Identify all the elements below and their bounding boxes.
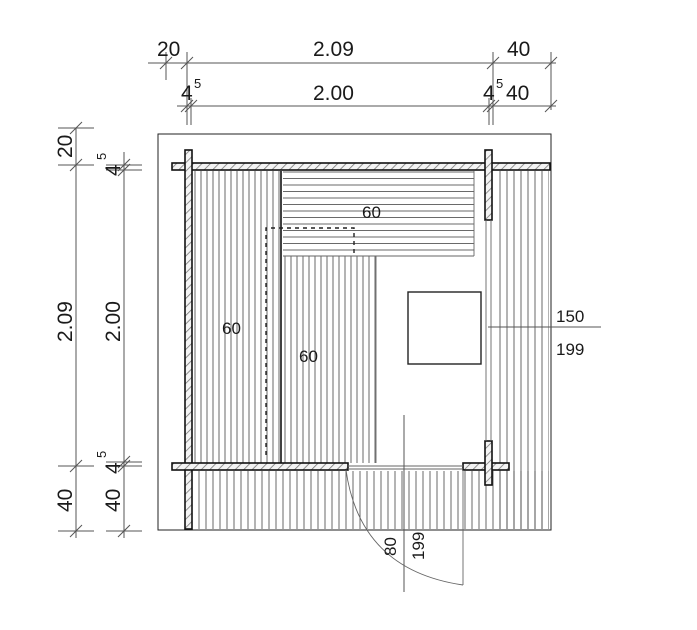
dim-top-overall: 2.09 <box>313 38 354 61</box>
door-width-label: 80 <box>381 537 400 556</box>
dim-left-overall: 2.09 <box>54 301 77 342</box>
left-bench <box>193 171 281 463</box>
dim-wall-right: 4 <box>483 82 495 105</box>
hidden-edge-dashed <box>265 227 355 455</box>
dim-right-40: 40 <box>506 82 529 105</box>
dim-left-20: 20 <box>54 135 77 158</box>
dim-inner-depth: 2.00 <box>102 301 125 342</box>
dim-left-bottom-40: 40 <box>54 489 77 512</box>
door-height-label: 199 <box>409 532 428 560</box>
top-dimensions: 20 2.09 40 4 5 2.00 4 5 40 <box>148 38 558 125</box>
walls <box>171 149 551 530</box>
dim-wall-top: 4 <box>102 164 125 176</box>
dim-wall-top-sup: 5 <box>94 153 109 160</box>
dim-top-left-20: 20 <box>157 38 180 61</box>
door: 80 199 <box>345 415 464 592</box>
window-height-label: 199 <box>556 340 584 359</box>
roof-outline <box>157 133 552 531</box>
window-width-label: 150 <box>556 307 584 326</box>
left-dimensions: 20 2.09 40 4 5 2.00 4 5 40 <box>54 121 142 538</box>
left-bench-label: 60 <box>222 319 241 338</box>
dim-left-bottom-40b: 40 <box>102 489 125 512</box>
upper-bench <box>283 171 474 255</box>
dim-wall-right-sup: 5 <box>496 76 503 91</box>
dim-top-right-40: 40 <box>507 38 530 61</box>
lower-bench-label: 60 <box>299 347 318 366</box>
window: 150 199 <box>485 220 601 441</box>
dim-wall-bottom: 4 <box>102 462 125 474</box>
dim-inner-width: 2.00 <box>313 82 354 105</box>
porch-front-decking <box>193 471 549 529</box>
dim-wall-bottom-sup: 5 <box>94 451 109 458</box>
dim-wall-left-sup: 5 <box>194 76 201 91</box>
lower-bench <box>283 256 376 463</box>
upper-bench-label: 60 <box>362 203 381 222</box>
dim-wall-left: 4 <box>181 82 193 105</box>
sauna-stove <box>407 291 482 365</box>
